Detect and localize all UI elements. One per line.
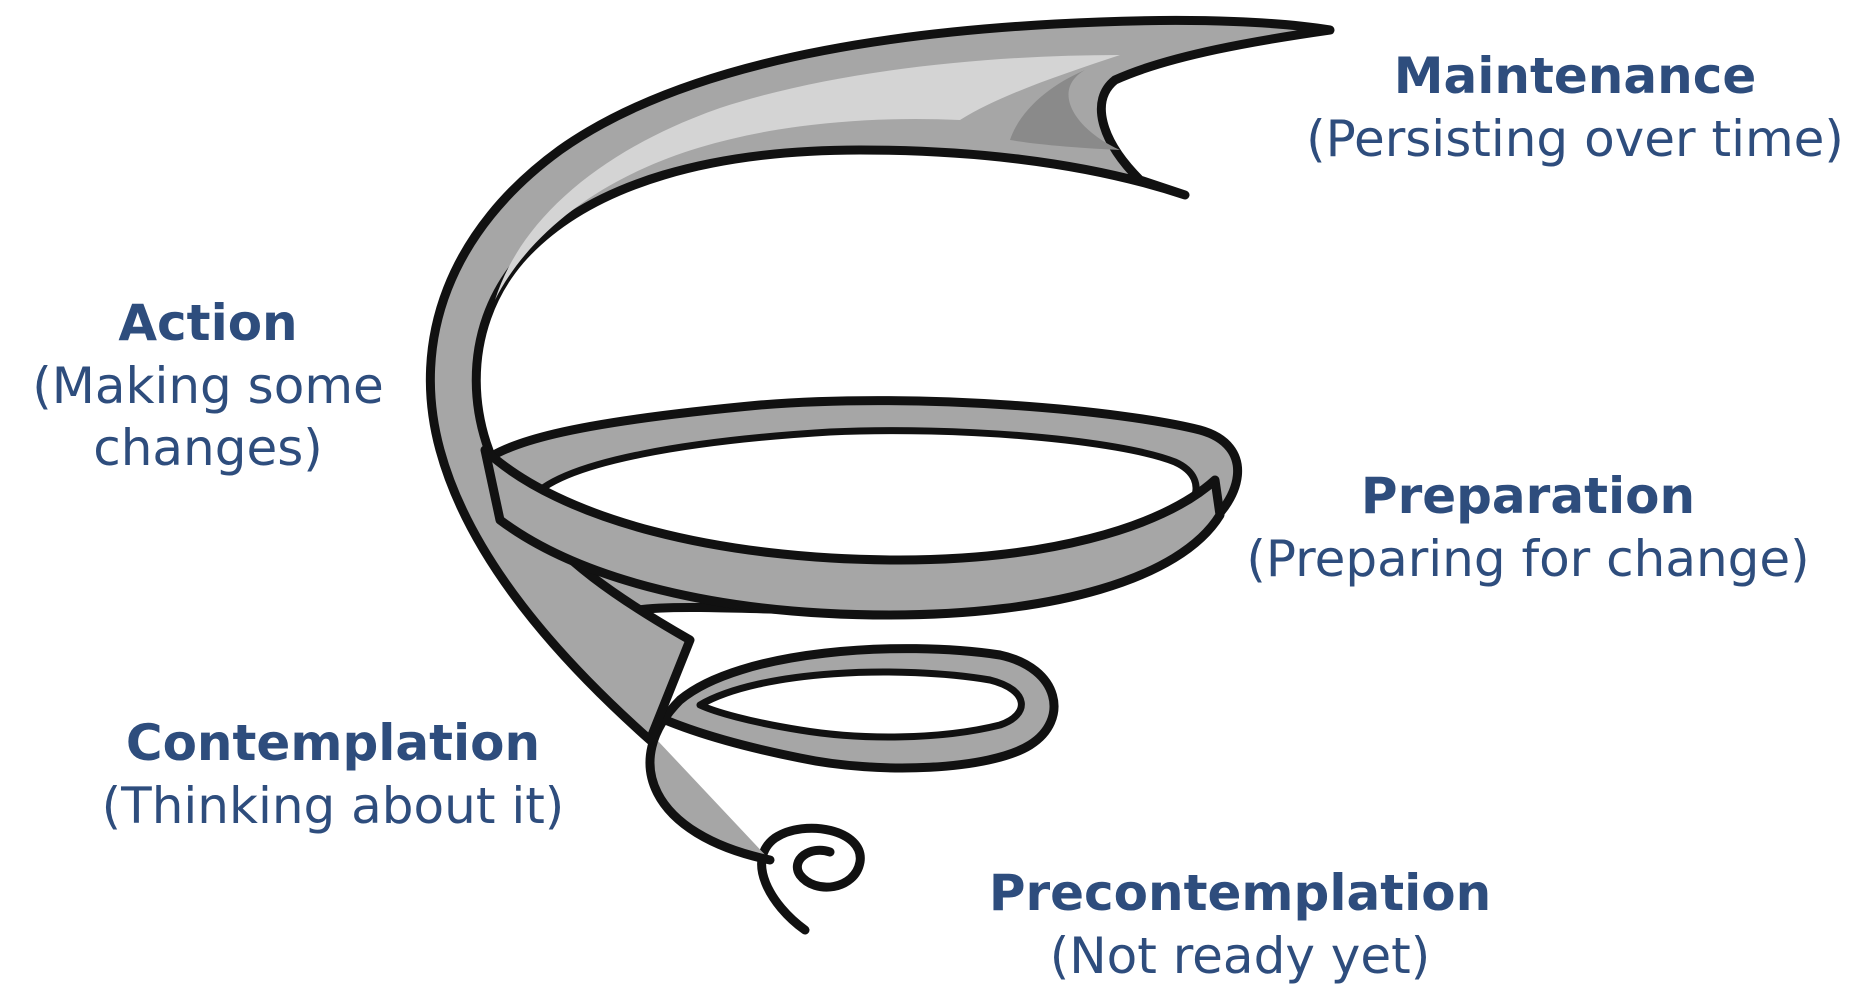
stage-preparation-description: (Preparing for change)	[1228, 528, 1828, 591]
stage-maintenance-title: Maintenance	[1285, 45, 1865, 108]
stage-preparation: Preparation (Preparing for change)	[1228, 465, 1828, 590]
stage-action-title: Action	[8, 292, 408, 355]
stage-precontemplation-title: Precontemplation	[960, 862, 1520, 925]
stage-precontemplation-description: (Not ready yet)	[960, 925, 1520, 988]
stage-maintenance: Maintenance (Persisting over time)	[1285, 45, 1865, 170]
stage-maintenance-description: (Persisting over time)	[1285, 108, 1865, 171]
stage-action-description-line-1: (Making some	[8, 355, 408, 418]
stage-contemplation-description: (Thinking about it)	[78, 775, 588, 838]
stage-contemplation-title: Contemplation	[78, 712, 588, 775]
stage-action: Action (Making some changes)	[8, 292, 408, 480]
stage-action-description-line-2: changes)	[8, 417, 408, 480]
spiral-main-ribbon	[430, 20, 1330, 740]
stage-contemplation: Contemplation (Thinking about it)	[78, 712, 588, 837]
stage-precontemplation: Precontemplation (Not ready yet)	[960, 862, 1520, 987]
spiral-tail-curl	[762, 828, 861, 930]
stage-preparation-title: Preparation	[1228, 465, 1828, 528]
